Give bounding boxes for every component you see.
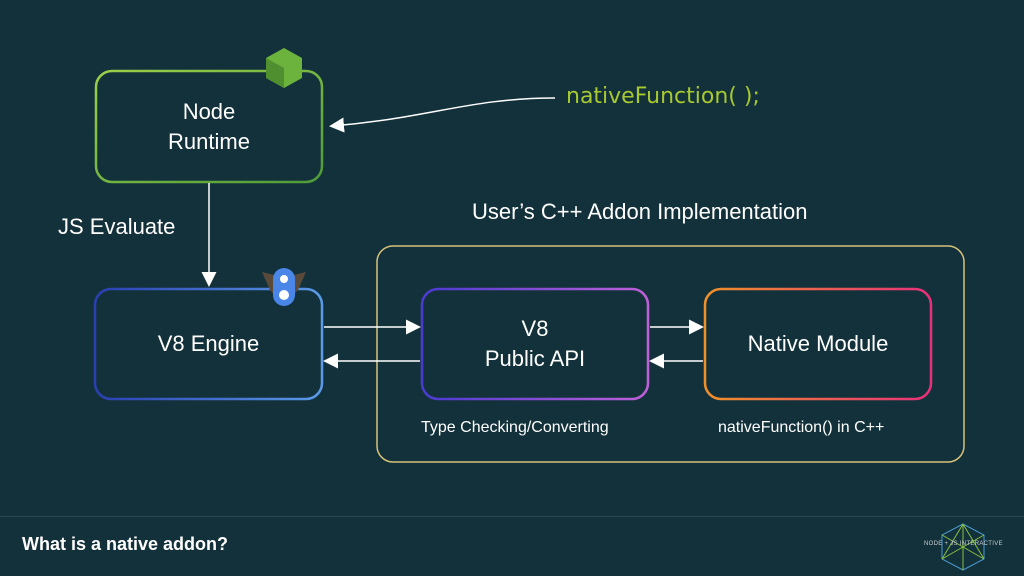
v8-logo-icon	[262, 268, 306, 306]
addon-group-title: User’s C++ Addon Implementation	[472, 199, 808, 224]
v8-public-api-label: V8 Public API	[484, 316, 586, 371]
v8-public-api-box	[420, 287, 650, 401]
v8-engine-box	[93, 287, 324, 401]
footer-divider	[0, 516, 1024, 517]
node-runtime-label: Node Runtime	[168, 98, 250, 154]
js-evaluate-label: JS Evaluate	[58, 214, 176, 239]
code-label: nativeFunction( );	[566, 84, 760, 109]
arrow-code-to-runtime	[329, 97, 556, 133]
v8-engine-label: V8 Engine	[157, 331, 260, 356]
logo-text: NODE + JS INTERACTIVE	[924, 541, 1003, 547]
native-module-box	[703, 287, 933, 401]
caption-type-checking: Type Checking/Converting	[421, 419, 609, 436]
node-js-interactive-logo	[941, 523, 985, 571]
node-runtime-box	[94, 69, 324, 184]
native-module-label: Native Module	[747, 331, 889, 356]
nodejs-hexagon-icon	[266, 48, 302, 88]
slide-title: What is a native addon?	[22, 534, 229, 554]
addon-group-box	[376, 245, 965, 463]
caption-native-function: nativeFunction() in C++	[718, 419, 885, 436]
